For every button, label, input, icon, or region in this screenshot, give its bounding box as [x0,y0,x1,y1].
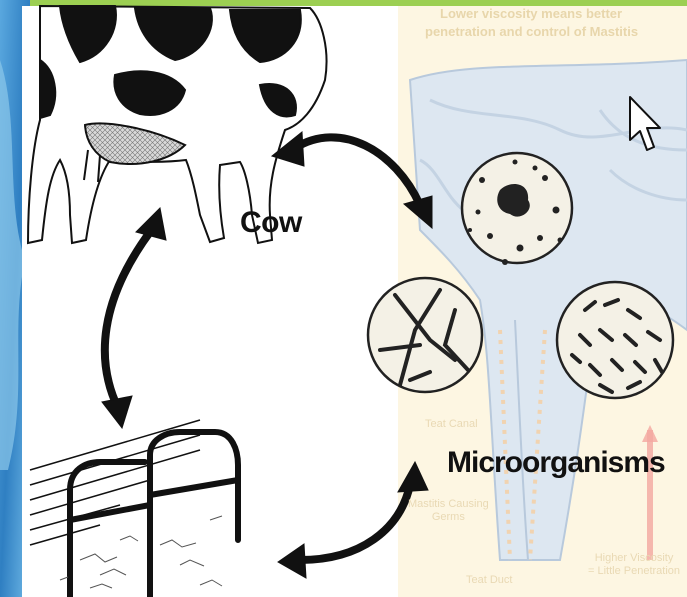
background-label-higher-viscosity: Higher Viscosity = Little Penetration [588,552,680,578]
microorganisms-label: Microorganisms [447,446,665,480]
magnifier-right [557,282,673,398]
background-label-mastitis-germs: Mastitis Causing Germs [408,498,489,524]
background-label-higher-viscosity-line2: = Little Penetration [588,565,680,578]
background-caption-line2: penetration and control of Mastitis [425,24,638,39]
cow-label: Cow [240,206,302,240]
background-label-teat-duct: Teat Duct [466,574,512,587]
background-label-mastitis-germs-line1: Mastitis Causing [408,498,489,511]
background-label-higher-viscosity-line1: Higher Viscosity [588,552,680,565]
magnifier-left [368,278,482,392]
background-label-teat-canal: Teat Canal [425,418,478,431]
magnifier-top [462,153,572,265]
background-label-mastitis-germs-line2: Germs [408,511,489,524]
background-caption-line1: Lower viscosity means better [440,6,622,21]
